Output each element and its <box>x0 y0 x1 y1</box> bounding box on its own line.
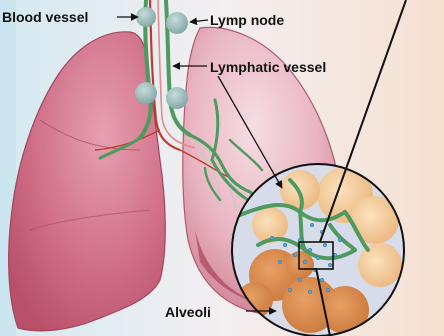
alveoli-label: Alveoli <box>165 304 211 320</box>
lymphatic-vessel-label: Lymphatic vessel <box>210 59 326 75</box>
alveoli-magnified-inset <box>232 164 404 336</box>
blood-vessel-label: Blood vessel <box>2 9 88 25</box>
lymph-node-label: Lymp node <box>210 12 284 28</box>
